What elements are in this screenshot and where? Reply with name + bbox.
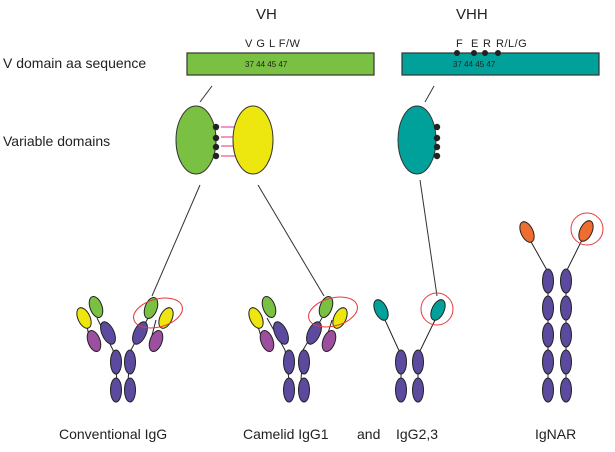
vhh-residue-44: E <box>471 38 479 50</box>
dot-37 <box>454 50 460 56</box>
vhh-residue-45: R <box>483 38 492 50</box>
label-and: and <box>357 426 381 442</box>
variable-row-label: Variable domains <box>3 133 111 149</box>
label-ignar: IgNAR <box>535 426 577 442</box>
vh-positions: 37 44 45 47 <box>245 60 288 69</box>
vhh-hallmark-dots <box>454 50 501 56</box>
vh-domain <box>175 105 217 175</box>
connector-vhh <box>424 85 435 103</box>
connector-vh <box>199 85 213 103</box>
connector-vh-to-igg <box>151 184 201 297</box>
camelid-igg1 <box>248 295 358 403</box>
vh-header: VH <box>256 6 277 23</box>
vhh-residue-47: R/L/G <box>496 38 528 50</box>
vhh-domain <box>397 105 437 175</box>
vhh-domain-dots <box>433 123 441 160</box>
label-camelid-igg23: IgG2,3 <box>396 426 439 442</box>
label-camelid-igg1: Camelid IgG1 <box>243 426 329 442</box>
interface-links <box>221 126 235 157</box>
sequence-row-label: V domain aa sequence <box>3 55 147 71</box>
vhh-positions: 37 44 45 47 <box>453 60 496 69</box>
vhh-sequence-bar <box>401 52 600 76</box>
ignar <box>519 212 604 403</box>
highlight-circle <box>420 292 454 326</box>
connector-vhh-to-igg23 <box>419 179 438 297</box>
vhh-residue-37: F <box>456 38 464 50</box>
connector-vl-to-camelid <box>257 184 325 297</box>
dot-44 <box>471 50 477 56</box>
dot-47 <box>495 50 501 56</box>
conventional-igg <box>76 295 183 403</box>
highlight-circle <box>308 296 358 328</box>
dot-45 <box>482 50 488 56</box>
vhh-header: VHH <box>456 6 488 23</box>
vh-sequence-bar <box>186 52 375 76</box>
vh-residues: V G L F/W <box>245 38 301 50</box>
camelid-igg23 <box>373 292 454 403</box>
highlight-circle <box>570 212 604 246</box>
label-conventional-igg: Conventional IgG <box>59 426 168 442</box>
vl-domain <box>232 105 274 175</box>
vh-interface-dots <box>212 123 220 160</box>
highlight-circle <box>133 297 183 329</box>
